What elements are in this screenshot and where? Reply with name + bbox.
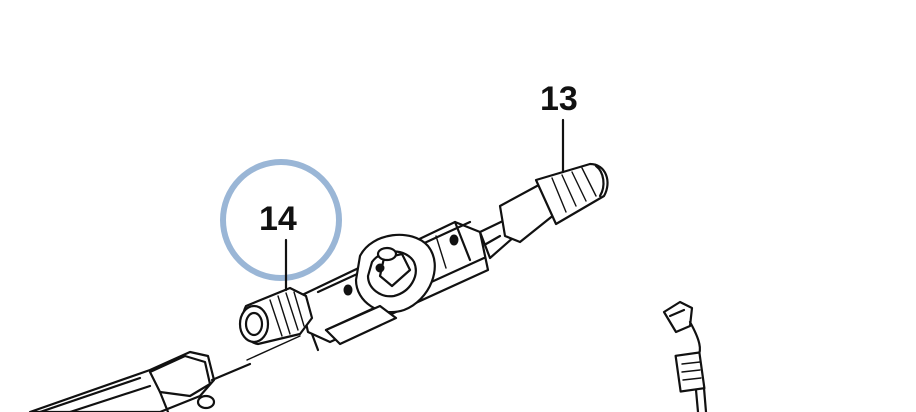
part-13-knob: [478, 162, 609, 260]
callout-14-label: 14: [259, 200, 297, 238]
switch-body: [298, 220, 490, 352]
callout-14: 14: [220, 159, 342, 292]
lever-arm: [28, 350, 252, 412]
part-14-cap: [238, 286, 314, 346]
connector-line: [246, 335, 301, 361]
wire-connector: [662, 300, 708, 412]
callout-13: 13: [540, 80, 578, 174]
callout-13-label: 13: [540, 80, 578, 118]
highlight-ring: [220, 159, 342, 281]
